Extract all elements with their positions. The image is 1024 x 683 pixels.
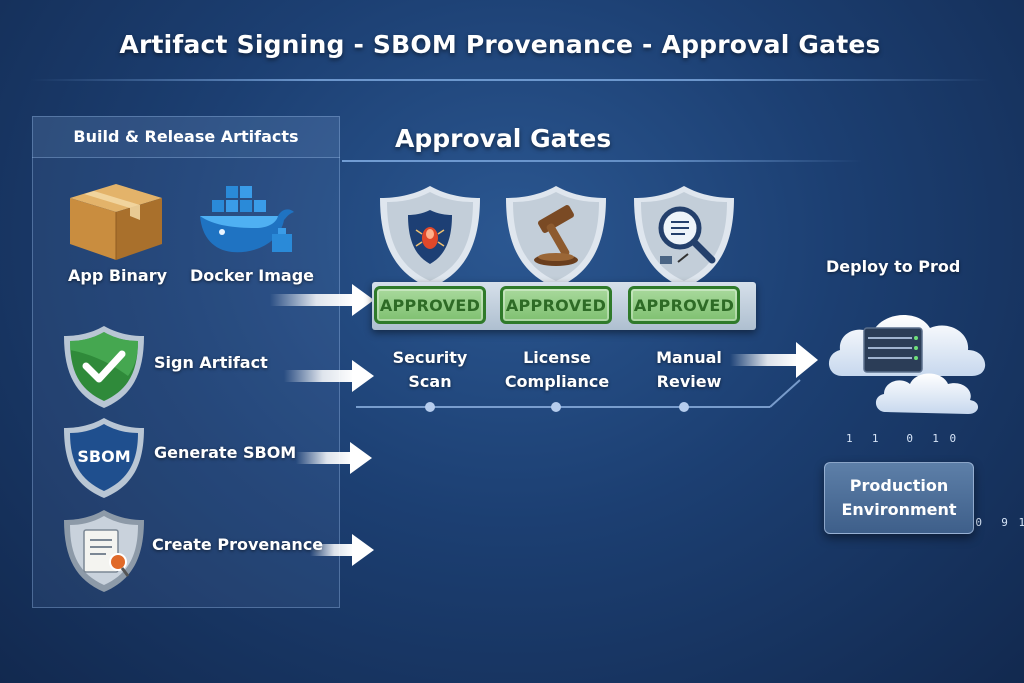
gavel-icon [506,186,606,288]
production-environment-box: Production Environment [824,462,974,534]
deploy-heading: Deploy to Prod [826,257,961,276]
arrow-sbom [296,442,372,474]
step-label-sign-artifact: Sign Artifact [154,353,268,372]
gate-label-license-compliance: License Compliance [496,346,618,394]
gate-label-line: Scan [408,372,452,391]
environment-label: Environment [841,500,957,519]
cloud-server-icon [828,315,986,414]
docker-whale-icon [200,186,294,253]
arrow-to-prod [730,342,818,378]
step-label-generate-sbom: Generate SBOM [154,443,297,462]
arrow-sign [284,360,374,392]
gate-label-line: Manual [656,348,722,367]
provenance-document-icon [64,510,144,592]
approved-stamp-manual: APPROVED [628,286,740,324]
page-title: Artifact Signing - SBOM Provenance - App… [119,30,881,59]
gate-label-line: Security [392,348,468,367]
binary-line: 1 1 0 1 0 [846,432,959,445]
arrow-to-gates [270,284,374,316]
artifact-label-app-binary: App Binary [68,266,168,285]
production-label: Production [849,476,949,495]
gates-timeline [356,379,801,412]
gate-label-line: Review [656,372,722,391]
arrow-provenance [310,534,374,566]
sbom-shield-icon: SBOM [64,418,144,498]
approval-gates-divider [342,160,862,162]
gate-label-line: Compliance [504,372,610,391]
gate-label-manual-review: Manual Review [636,346,742,394]
package-box-icon [70,184,162,260]
bug-shield-icon [380,186,480,288]
gate-label-line: License [523,348,591,367]
magnifier-icon [634,186,734,288]
step-label-create-provenance: Create Provenance [152,535,324,554]
artifact-label-docker-image: Docker Image [190,266,315,285]
sbom-badge-text: SBOM [77,447,130,466]
title-divider [30,79,990,81]
approved-stamp-security: APPROVED [374,286,486,324]
artifacts-panel-heading: Build & Release Artifacts [32,116,340,158]
gate-label-security-scan: Security Scan [380,346,480,394]
approval-gates-heading: Approval Gates [395,124,612,153]
approved-stamp-license: APPROVED [500,286,612,324]
check-shield-icon [64,326,144,408]
